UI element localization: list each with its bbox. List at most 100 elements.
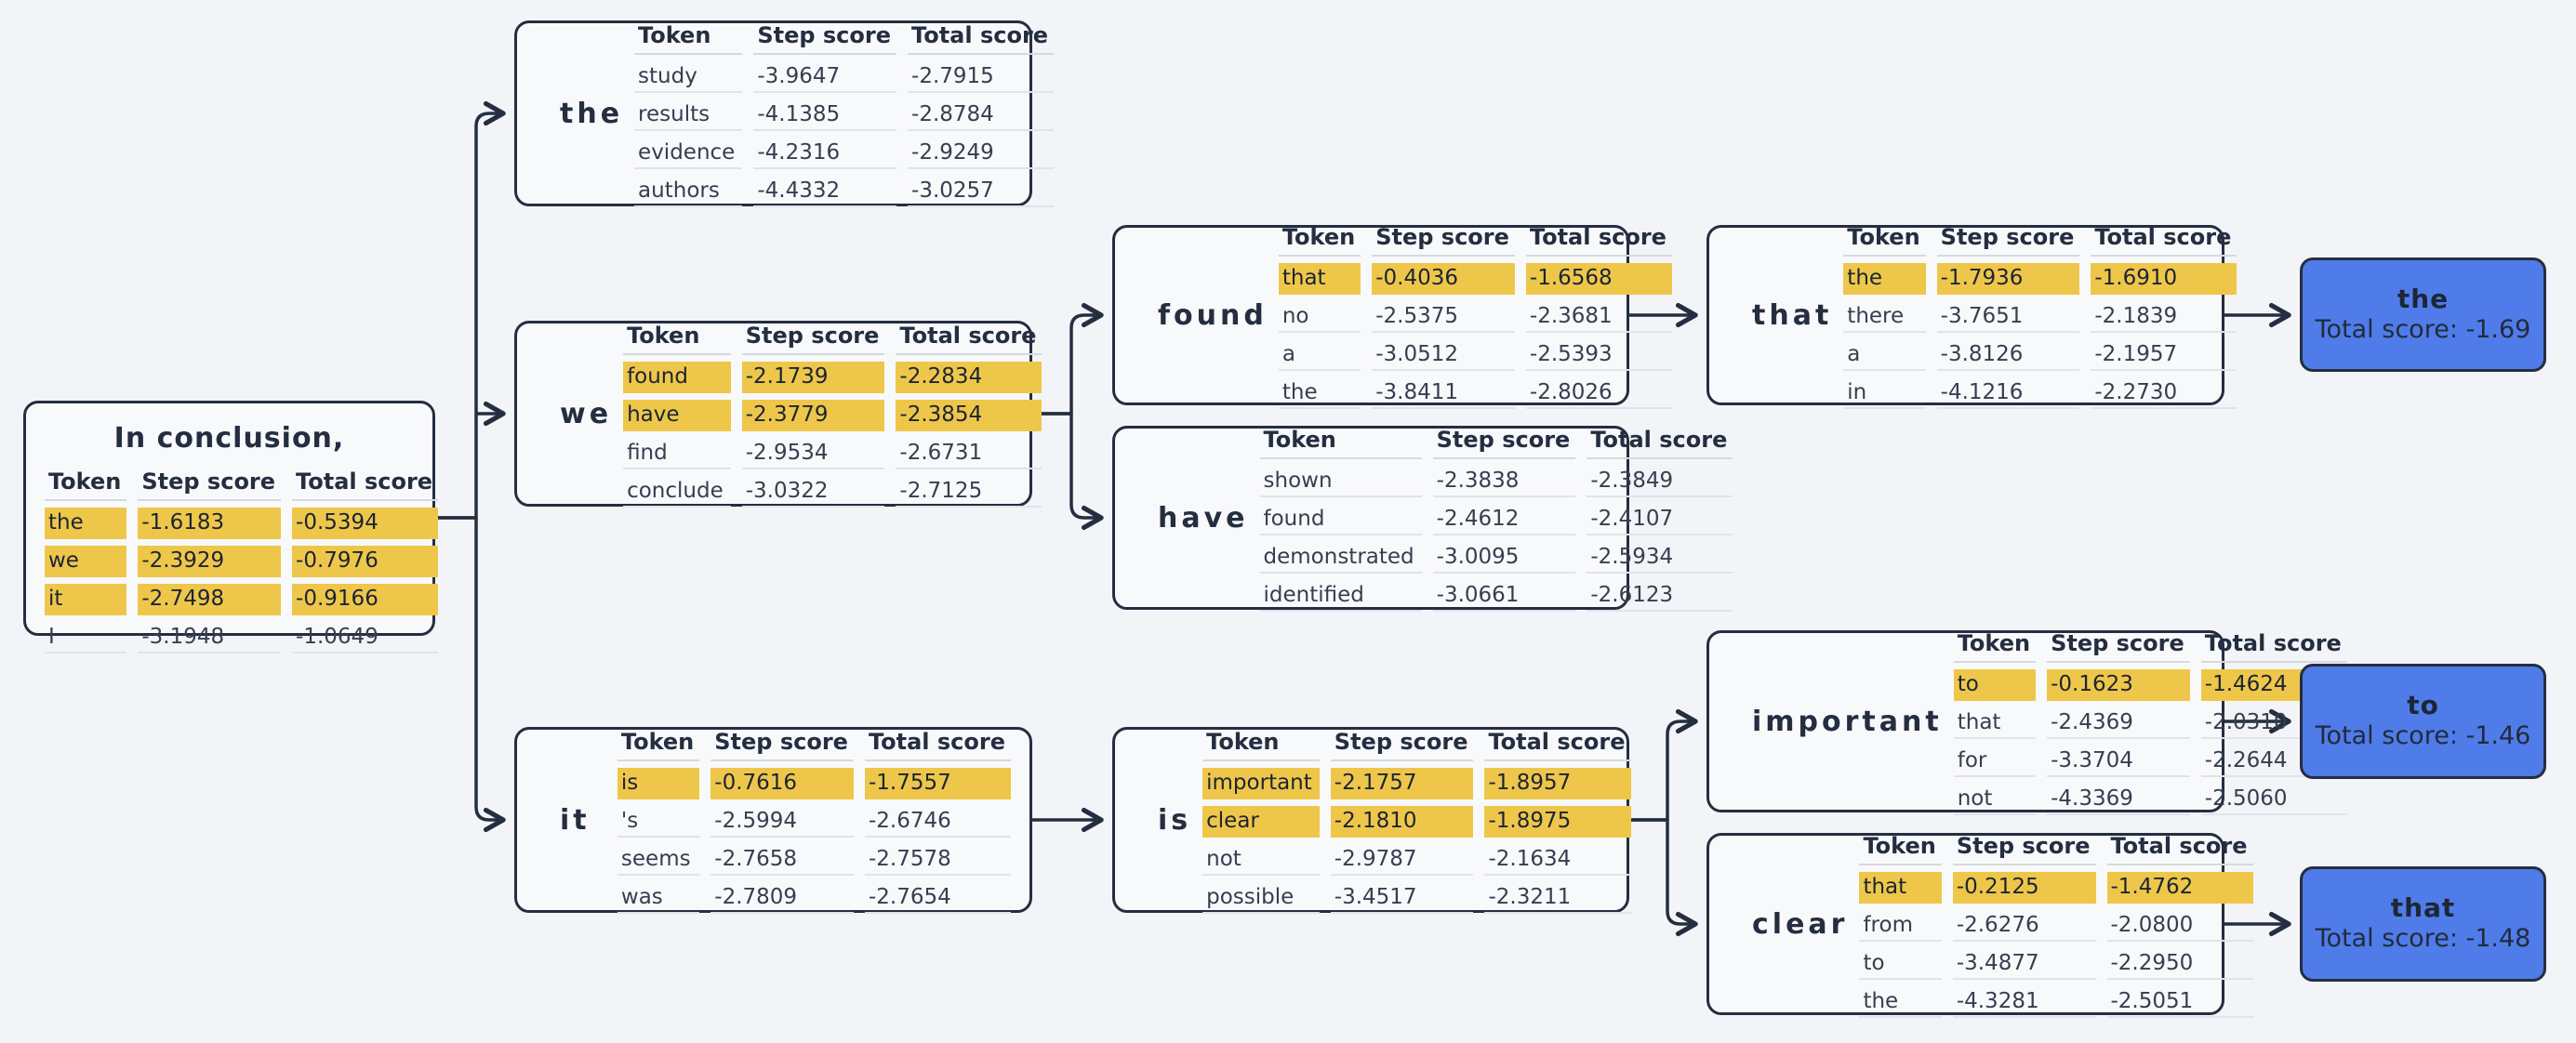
step-score-cell: -0.4036 [1372, 262, 1515, 295]
total-score-cell: -2.7125 [896, 476, 1042, 508]
table-row: in -4.1216 -2.2730 [1843, 377, 2237, 409]
total-score-cell: -1.6568 [1525, 262, 1672, 295]
total-score-cell: -2.3681 [1525, 301, 1672, 333]
step-score-cell: -2.5994 [710, 806, 854, 838]
table-row: we -2.3929 -0.7976 [45, 546, 439, 577]
token-cell: results [634, 99, 743, 131]
col-header-step-score: Step score [2047, 628, 2190, 663]
step-score-cell: -3.1948 [138, 622, 282, 654]
table-header-row: Token Step score Total score [1953, 628, 2347, 663]
token-candidates-table: Token Step score Total score shown -2.38… [1249, 418, 1745, 618]
result-total-score: Total score: -1.46 [2315, 721, 2531, 751]
col-header-token: Token [1202, 727, 1320, 761]
step-score-cell: -2.7809 [710, 882, 854, 914]
table-row: the -3.8411 -2.8026 [1278, 377, 1672, 409]
token-cell: I [45, 622, 127, 654]
connector-root-it [435, 516, 506, 833]
total-score-cell: -2.0800 [2106, 910, 2253, 942]
step-score-cell: -3.0095 [1432, 542, 1576, 574]
col-header-token: Token [634, 20, 743, 55]
connector-we-have [1032, 412, 1104, 531]
total-score-cell: -2.5934 [1587, 542, 1733, 574]
total-score-cell: -2.4107 [1587, 504, 1733, 535]
total-score-cell: -2.1634 [1484, 844, 1631, 876]
total-score-cell: -2.6746 [864, 806, 1011, 838]
node-important[interactable]: important Token Step score Total score t… [1706, 630, 2347, 815]
token-cell: a [1843, 339, 1926, 371]
table-header-row: Token Step score Total score [45, 467, 439, 501]
token-cell: seems [617, 844, 700, 876]
step-score-cell: -2.1810 [1330, 805, 1474, 838]
table-row: I -3.1948 -1.0649 [45, 622, 439, 654]
step-score-cell: -2.3838 [1432, 466, 1576, 497]
step-score-cell: -0.2125 [1952, 871, 2096, 904]
col-header-total-score: Total score [1587, 425, 1733, 459]
step-score-cell: -2.4369 [2047, 707, 2190, 739]
result-token: that [2390, 892, 2456, 924]
col-header-token: Token [1259, 425, 1422, 459]
total-score-cell: -2.1839 [2091, 301, 2237, 333]
token-cell: shown [1259, 466, 1422, 497]
token-cell: find [623, 438, 731, 469]
table-row: for -3.3704 -2.2644 [1953, 746, 2347, 777]
table-header-row: Token Step score Total score [1259, 425, 1733, 459]
result-node-the[interactable]: the Total score: -1.69 [2300, 257, 2546, 372]
col-header-step-score: Step score [138, 467, 282, 501]
connector-is-clear [1629, 818, 1698, 937]
node-token-label: is [1158, 803, 1192, 837]
result-node-that[interactable]: that Total score: -1.48 [2300, 866, 2546, 982]
total-score-cell: -2.8784 [908, 99, 1055, 131]
token-cell: not [1202, 844, 1320, 876]
node-token-label: we [560, 397, 613, 430]
node-it[interactable]: it Token Step score Total score is -0.76… [514, 727, 1032, 914]
table-row: results -4.1385 -2.8784 [634, 99, 1055, 131]
token-cell: not [1953, 784, 2037, 815]
table-row: that -0.2125 -1.4762 [1859, 871, 2253, 904]
table-row: no -2.5375 -2.3681 [1278, 301, 1672, 333]
node-root[interactable]: In conclusion, Token Step score Total sc… [23, 401, 439, 654]
table-header-row: Token Step score Total score [617, 727, 1011, 761]
step-score-cell: -3.3704 [2047, 746, 2190, 777]
node-clear[interactable]: clear Token Step score Total score that … [1706, 833, 2253, 1018]
total-score-cell: -2.3211 [1484, 882, 1631, 914]
result-token: the [2397, 283, 2450, 314]
step-score-cell: -2.5375 [1372, 301, 1515, 333]
step-score-cell: -3.4877 [1952, 948, 2096, 980]
table-row: the -1.6183 -0.5394 [45, 508, 439, 539]
table-row: have -2.3779 -2.3854 [623, 399, 1042, 431]
result-token: to [2407, 690, 2439, 721]
table-row: conclude -3.0322 -2.7125 [623, 476, 1042, 508]
total-score-cell: -2.2730 [2091, 377, 2237, 409]
table-header-row: Token Step score Total score [1278, 222, 1672, 257]
token-cell: found [1259, 504, 1422, 535]
col-header-total-score: Total score [1525, 222, 1672, 257]
col-header-token: Token [1953, 628, 2037, 663]
step-score-cell: -2.7658 [710, 844, 854, 876]
table-row: a -3.8126 -2.1957 [1843, 339, 2237, 371]
token-cell: we [45, 546, 127, 577]
token-cell: is [617, 767, 700, 799]
table-row: evidence -4.2316 -2.9249 [634, 138, 1055, 169]
step-score-cell: -4.1216 [1936, 377, 2080, 409]
token-cell: that [1953, 707, 2037, 739]
token-cell: authors [634, 176, 743, 207]
total-score-cell: -2.2950 [2106, 948, 2253, 980]
node-the[interactable]: the Token Step score Total score study -… [514, 20, 1055, 207]
table-header-row: Token Step score Total score [1202, 727, 1631, 761]
total-score-cell: -3.0257 [908, 176, 1055, 207]
result-node-to[interactable]: to Total score: -1.46 [2300, 664, 2546, 779]
node-is[interactable]: is Token Step score Total score importan… [1112, 727, 1631, 914]
token-cell: conclude [623, 476, 731, 508]
token-cell: no [1278, 301, 1361, 333]
node-have[interactable]: have Token Step score Total score shown … [1112, 426, 1733, 612]
col-header-token: Token [617, 727, 700, 761]
token-candidates-table: Token Step score Total score important -… [1191, 720, 1641, 920]
node-found[interactable]: found Token Step score Total score that … [1112, 224, 1672, 409]
node-that[interactable]: that Token Step score Total score the -1… [1706, 224, 2237, 409]
table-row: is -0.7616 -1.7557 [617, 767, 1011, 799]
step-score-cell: -2.3929 [138, 546, 282, 577]
table-row: important -2.1757 -1.8957 [1202, 767, 1631, 799]
table-row: the -4.3281 -2.5051 [1859, 986, 2253, 1018]
node-we[interactable]: we Token Step score Total score found -2… [514, 321, 1042, 508]
